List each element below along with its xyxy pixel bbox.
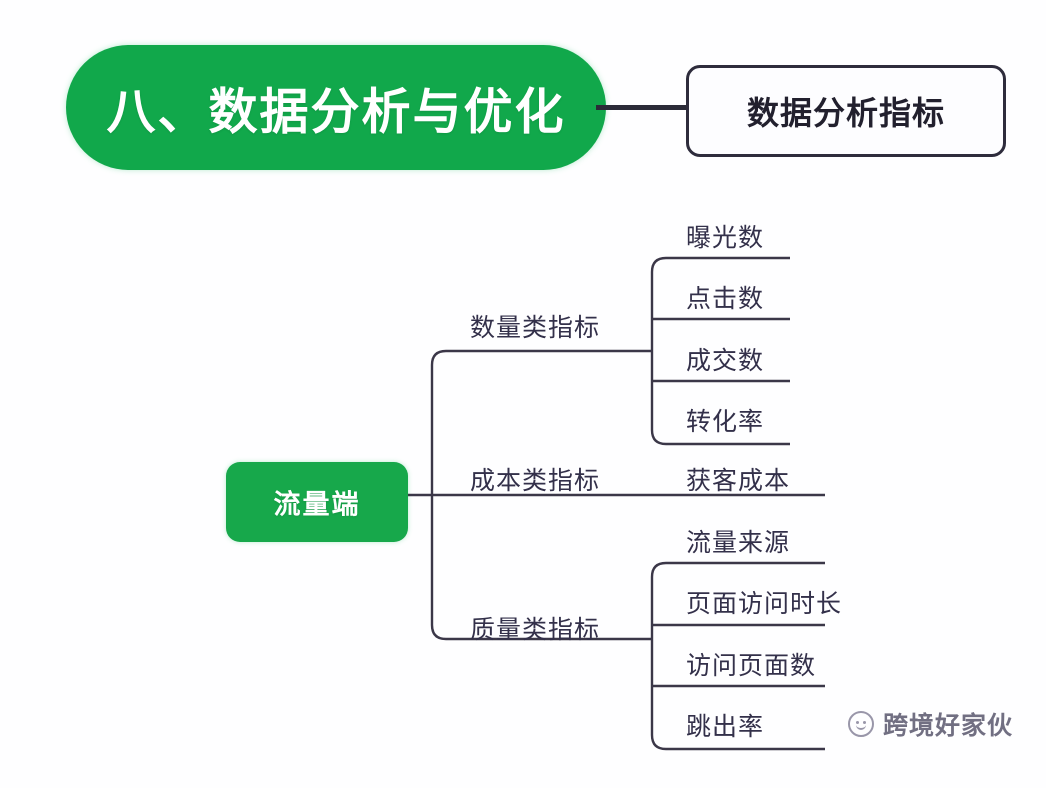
leaf-label-orders: 成交数 (686, 347, 765, 375)
leaf-label-bounce-rate: 跳出率 (686, 713, 765, 741)
title-pill-label: 八、数据分析与优化 (106, 85, 566, 139)
metric-box-label: 数据分析指标 (746, 95, 945, 131)
leaf-label-clicks: 点击数 (686, 285, 765, 313)
watermark: 跨境好家伙 (848, 706, 1013, 742)
branch-label-quantity: 数量类指标 (470, 314, 601, 342)
root-node-label: 流量端 (273, 489, 361, 520)
title-to-metricbox-connector (596, 105, 688, 110)
leaf-label-pages-visited: 访问页面数 (686, 652, 817, 680)
leaf-label-conversion-rate: 转化率 (686, 408, 765, 436)
watermark-text: 跨境好家伙 (883, 712, 1014, 740)
root-node-flow[interactable]: 流量端 (226, 462, 408, 542)
metric-box[interactable]: 数据分析指标 (686, 65, 1006, 157)
leaf-label-impressions: 曝光数 (686, 224, 765, 252)
leaf-label-traffic-source: 流量来源 (686, 529, 791, 557)
leaf-label-acquisition-cost: 获客成本 (686, 467, 791, 495)
title-pill[interactable]: 八、数据分析与优化 (66, 45, 606, 170)
branch-label-quality: 质量类指标 (470, 616, 601, 644)
branch-label-cost: 成本类指标 (470, 467, 601, 495)
smiley-face-icon (848, 711, 874, 737)
leaf-label-page-duration: 页面访问时长 (686, 590, 843, 618)
